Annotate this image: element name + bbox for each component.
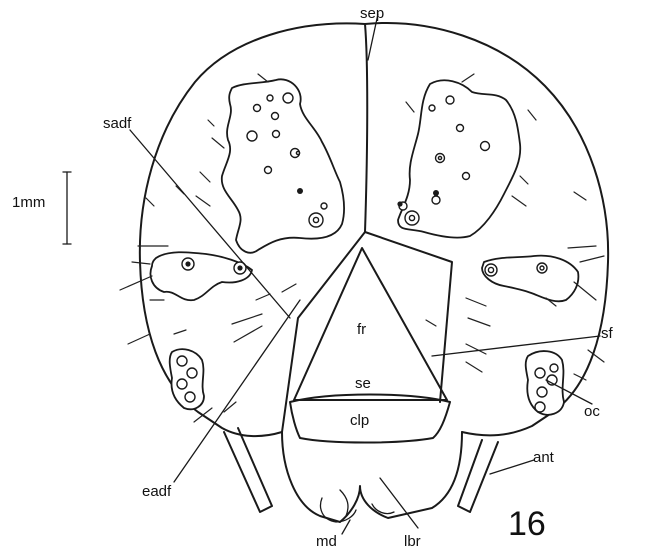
label-md: md bbox=[316, 533, 337, 550]
labrum bbox=[282, 432, 462, 522]
scale-bar: 1mm bbox=[12, 172, 71, 244]
label-lbr: lbr bbox=[404, 533, 421, 550]
label-ant: ant bbox=[533, 449, 555, 466]
label-clp: clp bbox=[350, 412, 369, 429]
label-se: se bbox=[355, 375, 371, 392]
clypeus bbox=[290, 395, 450, 443]
mandibles bbox=[321, 490, 394, 522]
left-adfrontal-patch bbox=[222, 79, 344, 252]
label-sadf: sadf bbox=[103, 115, 132, 132]
label-oc: oc bbox=[584, 403, 600, 420]
frons bbox=[282, 232, 452, 432]
scale-bar-label: 1mm bbox=[12, 194, 45, 211]
label-eadf: eadf bbox=[142, 483, 172, 500]
label-sep: sep bbox=[360, 5, 384, 22]
figure-number: 16 bbox=[508, 505, 546, 543]
label-fr: fr bbox=[357, 321, 366, 338]
right-lateral-patch bbox=[482, 256, 578, 302]
label-sf: sf bbox=[601, 325, 614, 342]
left-lateral-patch bbox=[151, 252, 253, 300]
